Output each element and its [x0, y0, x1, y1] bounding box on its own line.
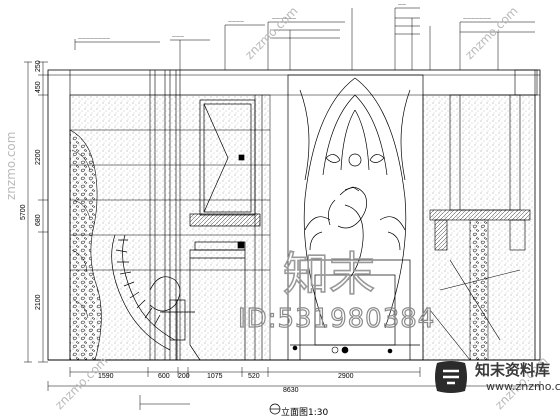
svg-text:znzmo.com: znzmo.com — [52, 354, 110, 412]
brand-name: 知末资料库 — [475, 361, 551, 379]
svg-text:———: ——— — [172, 34, 184, 39]
svg-text:————: ———— — [228, 19, 244, 24]
svg-text:———————: ——————— — [463, 16, 491, 21]
watermark-main: 知末 — [283, 247, 375, 301]
svg-text:————————: ———————— — [78, 36, 110, 41]
svg-text:znzmo.com: znzmo.com — [462, 4, 520, 62]
angel-sculpture — [328, 186, 367, 281]
dim-200: 200 — [178, 373, 190, 380]
svg-text:znzmo.com: znzmo.com — [242, 4, 300, 62]
dim-2900: 2900 — [338, 373, 354, 380]
dim-8630: 8630 — [283, 387, 299, 394]
dim-5700: 5700 — [20, 204, 27, 220]
dim-1590: 1590 — [98, 373, 114, 380]
dim-520: 520 — [248, 373, 260, 380]
dim-2100: 2100 — [35, 294, 42, 310]
svg-text:znzmo.com: znzmo.com — [4, 132, 18, 200]
dim-1075: 1075 — [207, 373, 223, 380]
climbing-plant — [69, 129, 102, 361]
left-dimension-lines — [24, 61, 48, 363]
annotation-leaders — [74, 7, 535, 70]
central-feature-wall — [287, 74, 424, 361]
dim-600: 600 — [158, 373, 170, 380]
annotation-text: ———————— ——— ———— —————— —— ——————— — [78, 2, 491, 41]
svg-text:——————: —————— — [272, 16, 296, 21]
upper-door — [189, 99, 261, 227]
svg-text:——: —— — [398, 2, 406, 7]
dim-680: 680 — [35, 214, 42, 226]
dim-450: 450 — [35, 81, 42, 93]
dim-250: 250 — [35, 60, 42, 72]
bottom-dimension-text: 1590 600 200 1075 520 2900 8630 — [98, 373, 354, 394]
brand-watermark: 知末资料库 www.znzmo.com — [423, 357, 560, 420]
watermark-id: ID:531980384 — [237, 303, 436, 334]
brand-logo-icon — [435, 361, 467, 393]
right-wall — [422, 69, 538, 361]
floor-objects — [48, 345, 540, 361]
dim-2200: 2200 — [35, 149, 42, 165]
drawing-title: 立面图1:30 — [281, 408, 329, 418]
title-symbol — [269, 403, 281, 415]
spiral-staircase — [111, 234, 195, 360]
brand-url: www.znzmo.com — [486, 380, 560, 393]
left-dimension-text: 250 450 2200 680 2100 5700 — [20, 60, 42, 310]
